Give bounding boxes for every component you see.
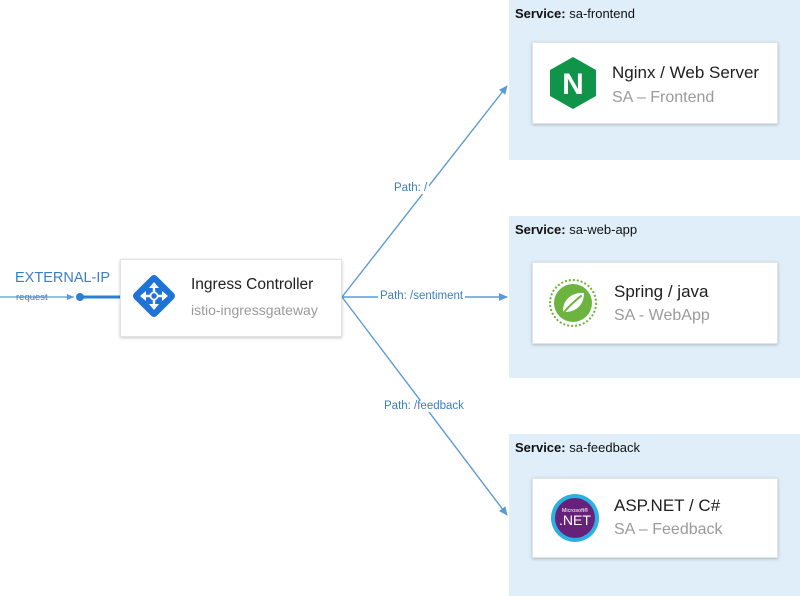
path-label-sentiment: Path: /sentiment (378, 290, 466, 302)
svg-text:N: N (562, 68, 584, 101)
ingress-gateway-icon (133, 275, 175, 317)
webapp-card[interactable]: Spring / java SA - WebApp (532, 262, 778, 344)
path-label-frontend: Path: / (392, 182, 430, 194)
frontend-card-subtitle: SA – Frontend (612, 89, 715, 106)
svg-text:.NET: .NET (559, 512, 591, 528)
feedback-card[interactable]: Microsoft® .NET ASP.NET / C# SA – Feedba… (532, 478, 778, 558)
feedback-card-title: ASP.NET / C# (614, 496, 721, 515)
request-label: request (16, 292, 48, 303)
webapp-card-title: Spring / java (614, 282, 709, 301)
dotnet-icon: Microsoft® .NET (551, 494, 599, 542)
path-label-feedback: Path: /feedback (382, 400, 466, 412)
svg-text:Microsoft®: Microsoft® (562, 507, 588, 514)
service-title-webapp: Service: sa-web-app (515, 222, 638, 237)
external-ip-dot (76, 293, 84, 301)
frontend-card-title: Nginx / Web Server (612, 63, 760, 82)
webapp-card-subtitle: SA - WebApp (614, 307, 710, 324)
spring-leaf-icon (549, 279, 597, 327)
nginx-icon: N (550, 57, 596, 109)
service-title-feedback: Service: sa-feedback (515, 440, 641, 455)
feedback-card-subtitle: SA – Feedback (614, 521, 723, 538)
service-title-frontend: Service: sa-frontend (515, 6, 635, 21)
ingress-controller-card[interactable]: Ingress Controller istio-ingressgateway (120, 259, 342, 337)
ingress-subtitle: istio-ingressgateway (191, 302, 318, 318)
external-ip-label: EXTERNAL-IP (15, 270, 111, 286)
frontend-card[interactable]: N Nginx / Web Server SA – Frontend (532, 42, 778, 124)
ingress-title: Ingress Controller (191, 276, 314, 293)
